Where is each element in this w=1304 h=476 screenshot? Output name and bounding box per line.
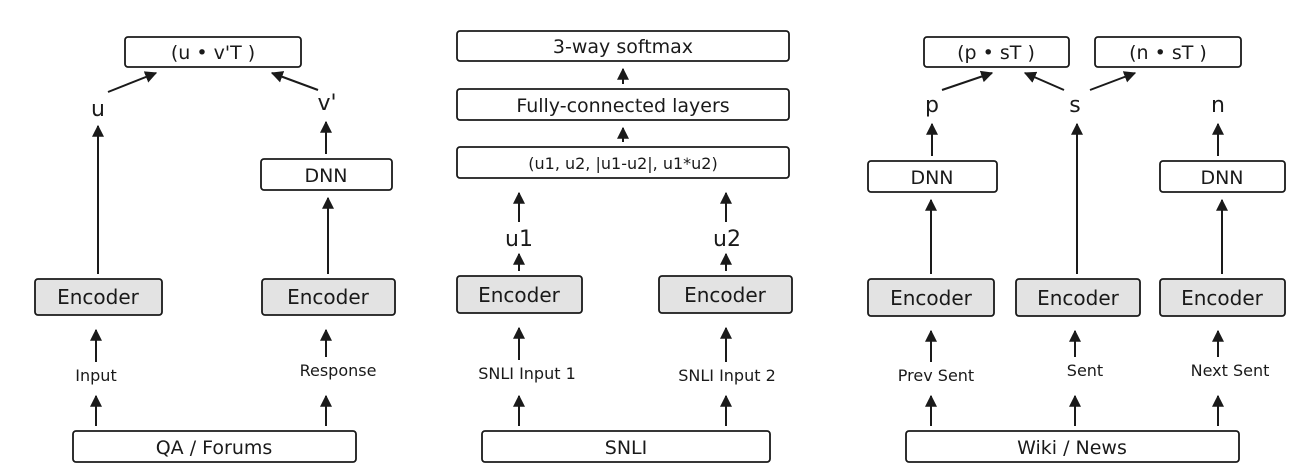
snli-vector-u2: u2: [713, 227, 741, 252]
wiki-source-box: [905, 430, 1240, 463]
wiki-vector-s: s: [1069, 93, 1080, 118]
wiki-score-p-label: (p • sT ): [957, 42, 1035, 64]
snli-concat-label: (u1, u2, |u1-u2|, u1*u2): [528, 154, 717, 173]
wiki-dnn-right-box: [1159, 160, 1286, 193]
panel-qa-forums: (u • v'T ) u v' DNN Encoder Encoder Inpu…: [34, 36, 396, 463]
wiki-dnn-right-label: DNN: [1200, 167, 1243, 189]
snli-source-label: SNLI: [605, 437, 647, 459]
qa-encoder-left-label: Encoder: [57, 285, 140, 309]
wiki-score-n-box: [1094, 36, 1242, 68]
wiki-sent-label: Sent: [1067, 361, 1103, 380]
wiki-encoder-prev-label: Encoder: [890, 286, 973, 310]
wiki-dnn-left-box: [867, 160, 998, 193]
qa-vector-v: v': [317, 91, 336, 116]
qa-arrow-u-score: [107, 71, 158, 93]
snli-source-box: [481, 430, 771, 463]
wiki-encoder-prev: [867, 278, 995, 317]
wiki-score-n-label: (n • sT ): [1129, 42, 1207, 64]
qa-source-box: [72, 430, 357, 463]
wiki-arrow-p-score: [941, 70, 994, 91]
snli-vector-u1: u1: [505, 227, 533, 252]
qa-encoder-right-label: Encoder: [287, 285, 370, 309]
qa-dnn-box: [260, 158, 393, 191]
qa-input-label: Input: [75, 366, 116, 385]
wiki-encoder-sent-label: Encoder: [1037, 286, 1120, 310]
panel-wiki-news: (p • sT ) (n • sT ) p s n DNN DNN Encode…: [867, 36, 1286, 463]
snli-softmax-box: [456, 30, 790, 62]
wiki-prev-sent-label: Prev Sent: [898, 366, 974, 385]
snli-concat-box: [456, 146, 790, 179]
wiki-dnn-left-label: DNN: [910, 167, 953, 189]
wiki-encoder-sent: [1015, 278, 1141, 317]
wiki-next-sent-label: Next Sent: [1191, 361, 1270, 380]
snli-encoder-right: [658, 275, 793, 314]
qa-dnn-label: DNN: [304, 165, 347, 187]
qa-encoder-left: [34, 278, 163, 316]
snli-fc-label: Fully-connected layers: [516, 95, 729, 117]
qa-arrow-v-score: [270, 71, 319, 91]
snli-encoder-left-label: Encoder: [478, 283, 561, 307]
wiki-encoder-next-label: Encoder: [1181, 286, 1264, 310]
qa-source-label: QA / Forums: [156, 437, 273, 459]
snli-input2-label: SNLI Input 2: [678, 366, 776, 385]
snli-softmax-label: 3-way softmax: [553, 36, 693, 58]
qa-score-label: (u • v'T ): [171, 42, 255, 64]
qa-vector-u: u: [91, 97, 105, 122]
wiki-vector-p: p: [925, 93, 939, 118]
qa-response-label: Response: [300, 361, 377, 380]
snli-input1-label: SNLI Input 1: [478, 364, 576, 383]
panel-snli: 3-way softmax Fully-connected layers (u1…: [456, 30, 793, 463]
qa-encoder-right: [261, 278, 396, 316]
wiki-score-p-box: [923, 36, 1070, 68]
wiki-encoder-next: [1159, 278, 1286, 317]
wiki-arrow-s-score-n: [1089, 71, 1137, 91]
wiki-arrow-s-score-p: [1023, 71, 1065, 91]
snli-encoder-right-label: Encoder: [684, 283, 767, 307]
snli-fc-box: [456, 88, 790, 121]
wiki-source-label: Wiki / News: [1017, 437, 1127, 459]
qa-score-box: [124, 36, 302, 68]
snli-encoder-left: [456, 275, 583, 314]
wiki-vector-n: n: [1211, 93, 1225, 118]
